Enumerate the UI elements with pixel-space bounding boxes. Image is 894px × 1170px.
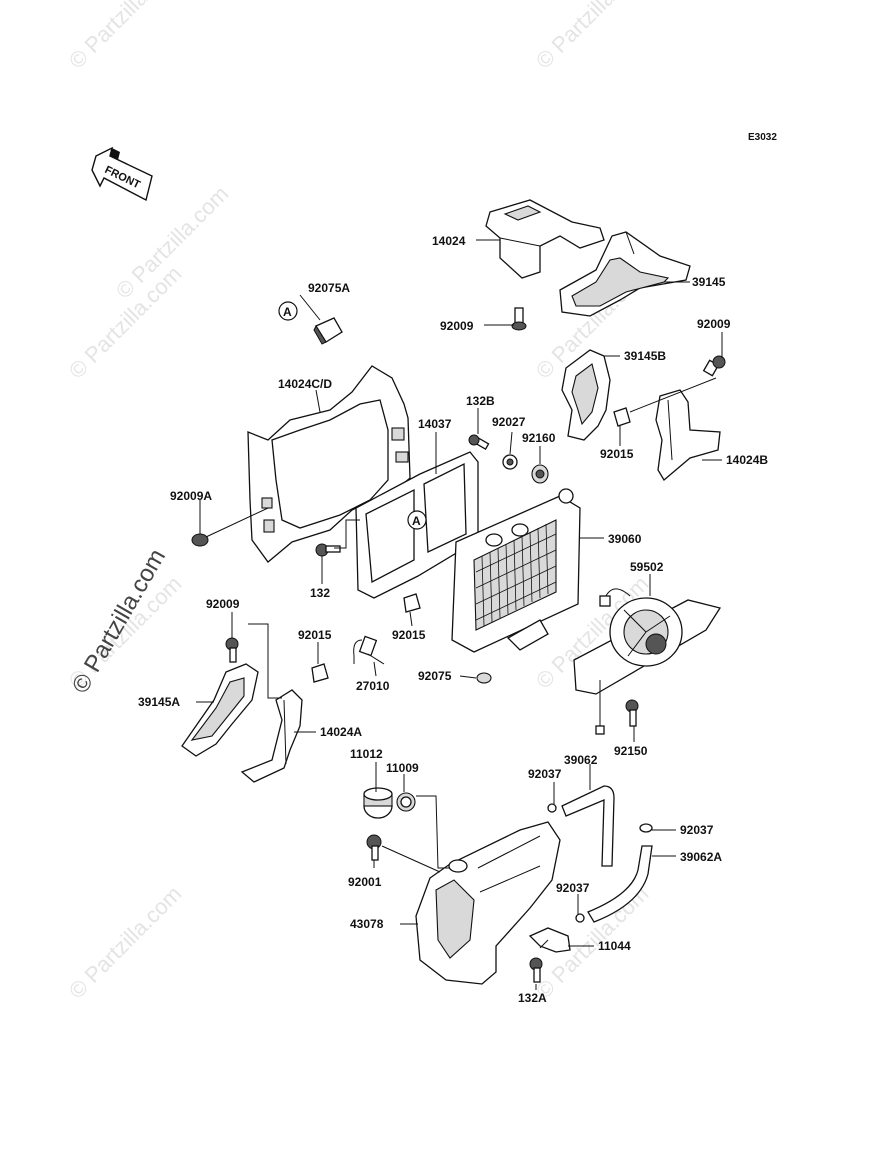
label-92075A: 92075A — [308, 281, 350, 295]
label-92037: 92037 — [556, 881, 590, 895]
label-14024: 14024 — [432, 234, 466, 248]
fan-59502 — [573, 588, 722, 735]
label-132B: 132B — [466, 394, 495, 408]
label-92015: 92015 — [298, 628, 332, 642]
bracket-14024B — [655, 389, 721, 481]
label-92160: 92160 — [522, 431, 556, 445]
label-39145B: 39145B — [624, 349, 666, 363]
label-14024CD: 14024C/D — [278, 377, 332, 391]
clip-92015-left — [311, 663, 329, 683]
radiator-39060 — [451, 488, 581, 653]
label-39060: 39060 — [608, 532, 642, 546]
label-14024B: 14024B — [726, 453, 768, 467]
clamp-92037-lower — [575, 913, 585, 923]
grommet-92160 — [531, 464, 549, 484]
clip-92015-center — [403, 593, 421, 613]
watermark-large: © Partzilla.com — [67, 544, 171, 698]
cap-92009A — [191, 507, 269, 547]
ref-mark-label: A — [412, 514, 421, 528]
label-92037: 92037 — [528, 767, 562, 781]
gasket-11009 — [396, 792, 416, 812]
hose-39062A — [587, 845, 653, 923]
label-92027: 92027 — [492, 415, 526, 429]
bolt-132A — [529, 957, 543, 983]
leader-lines — [196, 239, 723, 990]
label-92009: 92009 — [206, 597, 240, 611]
part-labels: 14024 39145 92075A 92009 92009 39145B 14… — [138, 234, 768, 1005]
shroud-14024CD — [247, 365, 411, 563]
front-arrow-icon: FRONT — [91, 146, 153, 202]
bracket-14024 — [485, 199, 605, 279]
tank-43078 — [415, 821, 561, 985]
bolt-132 — [315, 543, 341, 557]
label-39145A: 39145A — [138, 695, 180, 709]
bolt-92009-left — [225, 637, 239, 663]
clamp-92037-right — [639, 823, 653, 833]
bolt-92001 — [366, 834, 382, 861]
label-39062A: 39062A — [680, 850, 722, 864]
label-132: 132 — [310, 586, 330, 600]
part-illustrations: A — [181, 199, 726, 985]
label-27010: 27010 — [356, 679, 390, 693]
label-92009A: 92009A — [170, 489, 212, 503]
label-14024A: 14024A — [320, 725, 362, 739]
switch-27010 — [353, 635, 385, 665]
bracket-39145 — [559, 231, 691, 317]
bracket-39145B — [561, 349, 611, 441]
label-11012: 11012 — [350, 747, 383, 761]
label-14037: 14037 — [418, 417, 452, 431]
label-92009: 92009 — [440, 319, 474, 333]
label-92001: 92001 — [348, 875, 382, 889]
bracket-39145A — [181, 663, 259, 757]
clamp-92037-top — [547, 803, 557, 813]
label-59502: 59502 — [630, 560, 664, 574]
watermark: © Partzilla.com — [531, 0, 654, 74]
label-92075: 92075 — [418, 669, 452, 683]
label-92037: 92037 — [680, 823, 714, 837]
ref-mark-a: A — [278, 301, 298, 321]
bracket-14024A — [240, 689, 303, 783]
ref-mark-label: A — [283, 305, 292, 319]
hose-39062 — [561, 785, 615, 867]
bolt-92009-right — [702, 355, 726, 377]
label-39062: 39062 — [564, 753, 598, 767]
label-92150: 92150 — [614, 744, 648, 758]
bolt-132B — [468, 434, 490, 450]
bolt-92150 — [625, 699, 639, 727]
pad-92075 — [476, 672, 492, 684]
diagram-code: E3032 — [748, 132, 777, 143]
label-92015: 92015 — [392, 628, 426, 642]
label-132A: 132A — [518, 991, 547, 1005]
bracket-11044 — [528, 927, 571, 953]
ref-mark-a: A — [407, 510, 427, 530]
cap-11012 — [363, 787, 393, 819]
label-43078: 43078 — [350, 917, 384, 931]
label-39145: 39145 — [692, 275, 726, 289]
label-11044: 11044 — [598, 939, 631, 953]
label-92015: 92015 — [600, 447, 634, 461]
label-11009: 11009 — [386, 761, 419, 775]
label-92009: 92009 — [697, 317, 731, 331]
watermark: © Partzilla.com — [64, 0, 187, 74]
clip-92015-right — [613, 407, 631, 427]
watermark: © Partzilla.com — [64, 881, 187, 1004]
bolt-92009-top — [511, 307, 527, 331]
collar-92027 — [502, 454, 518, 470]
pad-92075A — [313, 317, 343, 345]
